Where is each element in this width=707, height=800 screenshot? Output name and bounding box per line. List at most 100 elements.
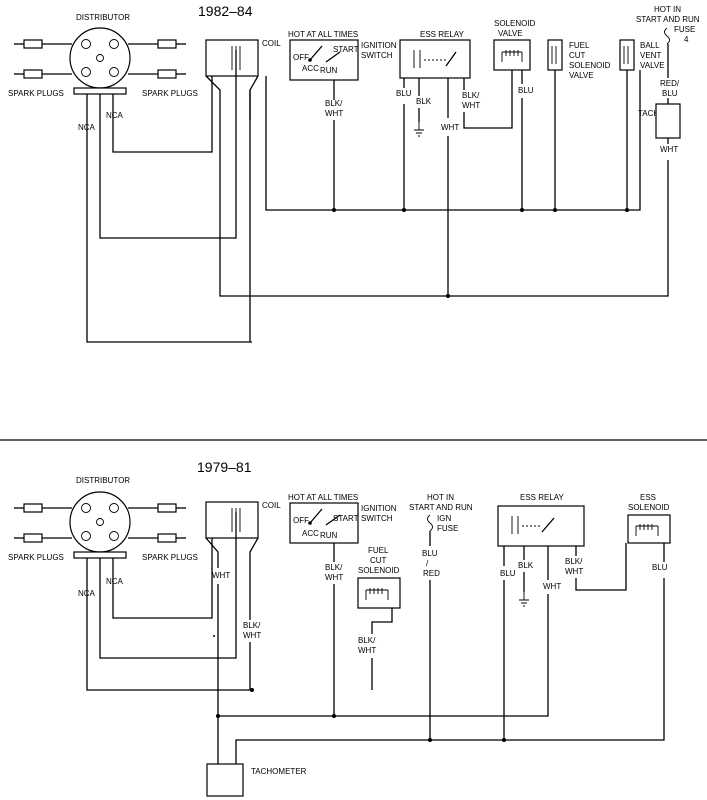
tachometer bbox=[206, 763, 244, 797]
spark-plug bbox=[128, 39, 186, 49]
tach bbox=[655, 103, 681, 139]
ball-vent-label: VALVE bbox=[640, 61, 665, 70]
ess-relay-label: ESS RELAY bbox=[520, 493, 565, 502]
tachometer-label: TACHOMETER bbox=[251, 767, 307, 776]
distributor-label: DISTRIBUTOR bbox=[76, 476, 130, 485]
distributor-cap bbox=[69, 491, 131, 553]
switch-pivot bbox=[308, 521, 312, 525]
wire-color-label: BLK/ bbox=[325, 99, 343, 108]
switch-contact bbox=[309, 508, 323, 524]
ess-solenoid-label: ESS bbox=[640, 493, 656, 502]
hot-in-start-run-label: HOT IN bbox=[654, 5, 681, 14]
distributor-terminal bbox=[109, 503, 119, 513]
hot-at-all-times-label: HOT AT ALL TIMES bbox=[288, 493, 358, 502]
spark-plug bbox=[14, 533, 72, 543]
diagram-1979-81: 1979–81 DISTRIBUTOR SPARK PLUGS SPARK PL… bbox=[8, 459, 671, 797]
spark-plugs-label: SPARK PLUGS bbox=[8, 553, 64, 562]
acc-label: ACC bbox=[302, 529, 319, 538]
distributor-base bbox=[73, 551, 127, 559]
ess-solenoid bbox=[627, 514, 671, 544]
ignition-switch bbox=[289, 39, 359, 81]
wire-color-label: BLK/ bbox=[358, 636, 376, 645]
wire-color-label: WHT bbox=[212, 571, 230, 580]
wire-color-label: WHT bbox=[660, 145, 678, 154]
spark-plug bbox=[14, 69, 72, 79]
solenoid-coil bbox=[365, 588, 389, 600]
distributor-center-terminal bbox=[96, 518, 104, 526]
relay-coil bbox=[413, 50, 421, 68]
distributor-cap bbox=[69, 27, 131, 89]
wire-color-label: BLK/ bbox=[325, 563, 343, 572]
solenoid-coil bbox=[635, 524, 659, 536]
wire-color-label: BLK bbox=[518, 561, 534, 570]
distributor-terminal bbox=[81, 39, 91, 49]
wiring bbox=[86, 512, 665, 764]
distributor-center-terminal bbox=[96, 54, 104, 62]
spark-plug bbox=[128, 69, 186, 79]
spark-plugs-label: SPARK PLUGS bbox=[8, 89, 64, 98]
off-label: OFF bbox=[293, 53, 309, 62]
wire-color-label: BLU bbox=[422, 549, 438, 558]
solenoid-valve-label: VALVE bbox=[498, 29, 523, 38]
coil-label: COIL bbox=[262, 39, 281, 48]
fuel-cut-solenoid-valve bbox=[547, 39, 563, 71]
hot-in-start-run-label: START AND RUN bbox=[409, 503, 473, 512]
switch-contact bbox=[325, 51, 341, 63]
fuel-cut-solenoid-label: FUEL bbox=[368, 546, 389, 555]
ball-vent-valve bbox=[619, 39, 635, 71]
solenoid-coil bbox=[623, 46, 629, 64]
distributor-base bbox=[73, 87, 127, 95]
relay-coil bbox=[511, 516, 519, 534]
ball-vent-label: VENT bbox=[640, 51, 661, 60]
start-label: START bbox=[333, 514, 359, 523]
run-label: RUN bbox=[320, 66, 338, 75]
fuel-cut-solenoid bbox=[357, 577, 401, 609]
wire-color-label: BLU bbox=[662, 89, 678, 98]
wire-color-label: WHT bbox=[543, 582, 561, 591]
ignition-switch bbox=[289, 502, 359, 544]
spark-plug bbox=[128, 503, 186, 513]
tach-label: TACH bbox=[638, 109, 659, 118]
distributor-terminal bbox=[81, 503, 91, 513]
spark-plug bbox=[128, 533, 186, 543]
ground-icon bbox=[414, 122, 424, 137]
wire-color-label: RED/ bbox=[660, 79, 680, 88]
wire-color-label: RED bbox=[423, 569, 440, 578]
fuel-cut-label: SOLENOID bbox=[569, 61, 611, 70]
wire-color-label: / bbox=[426, 559, 429, 568]
distributor-terminal bbox=[81, 67, 91, 77]
nca-label: NCA bbox=[106, 577, 124, 586]
diagram-1982-84: 1982–84 DISTRIBUTOR SPARK PLUGS SPARK PL… bbox=[8, 3, 700, 343]
spark-plugs-label: SPARK PLUGS bbox=[142, 553, 198, 562]
wire-color-label: BLK/ bbox=[462, 91, 480, 100]
wire-color-label: BLU bbox=[396, 89, 412, 98]
wire-color-label: BLU bbox=[518, 86, 534, 95]
nca-label: NCA bbox=[106, 111, 124, 120]
distributor-terminal bbox=[109, 531, 119, 541]
distributor-label: DISTRIBUTOR bbox=[76, 13, 130, 22]
ignition-switch-label: IGNITION bbox=[361, 41, 397, 50]
wire-color-label: WHT bbox=[358, 646, 376, 655]
ground-icon bbox=[519, 592, 529, 607]
distributor-terminal bbox=[81, 531, 91, 541]
ignition-switch-label: IGNITION bbox=[361, 504, 397, 513]
run-label: RUN bbox=[320, 531, 338, 540]
wire-color-label: BLK bbox=[416, 97, 432, 106]
wiring bbox=[86, 44, 669, 343]
fuse-icon bbox=[427, 514, 433, 532]
wire-color-label: BLK/ bbox=[565, 557, 583, 566]
ess-relay bbox=[497, 505, 585, 547]
ignition-switch-label: SWITCH bbox=[361, 514, 393, 523]
ess-solenoid-label: SOLENOID bbox=[628, 503, 670, 512]
distributor-terminal bbox=[109, 39, 119, 49]
solenoid-valve-label: SOLENOID bbox=[494, 19, 536, 28]
fuse-label: FUSE bbox=[437, 524, 458, 533]
off-label: OFF bbox=[293, 516, 309, 525]
fuse-label: FUSE bbox=[674, 25, 695, 34]
hot-in-start-run-label: HOT IN bbox=[427, 493, 454, 502]
spark-plugs-label: SPARK PLUGS bbox=[142, 89, 198, 98]
spark-plug bbox=[14, 39, 72, 49]
wire-color-label: WHT bbox=[243, 631, 261, 640]
ignition-switch-label: SWITCH bbox=[361, 51, 393, 60]
